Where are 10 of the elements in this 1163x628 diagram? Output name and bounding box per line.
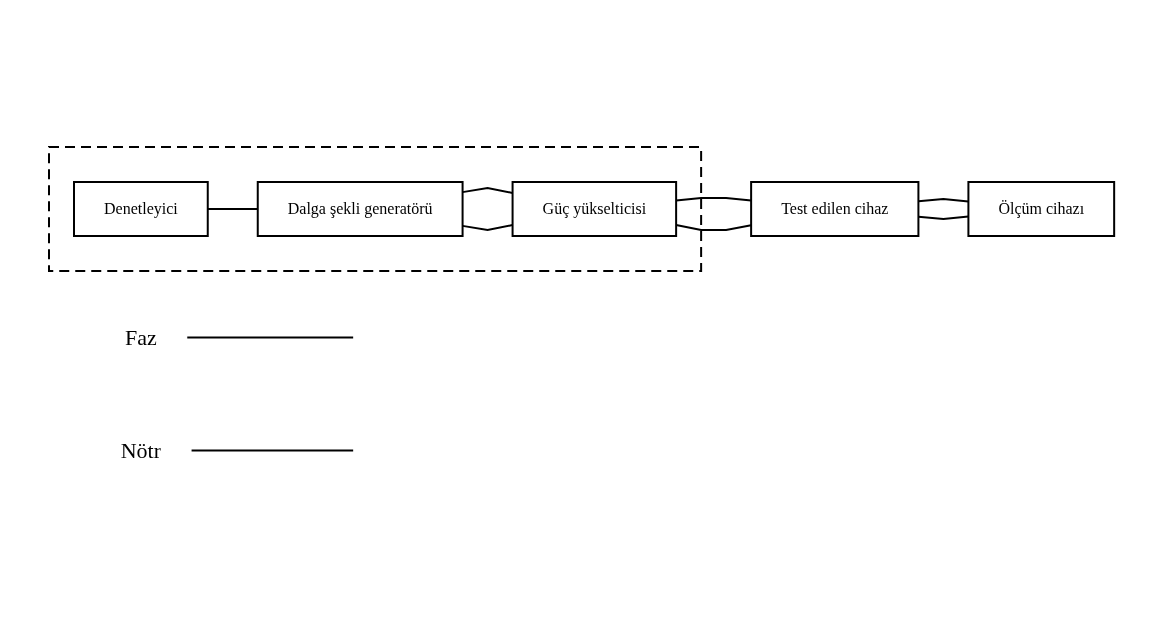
node-text: Nötr bbox=[120, 437, 161, 463]
connector bbox=[185, 336, 355, 338]
cluster bbox=[47, 145, 703, 272]
node-box: Ölçüm cihazı bbox=[967, 180, 1116, 237]
node-box: Güç yükselticisi bbox=[511, 180, 678, 237]
node-text: Faz bbox=[124, 324, 157, 350]
node-box: Dalga şekli generatörü bbox=[256, 180, 464, 237]
connector bbox=[189, 449, 355, 451]
node-box: Denetleyici bbox=[72, 180, 209, 237]
node-box: Test edilen cihaz bbox=[750, 180, 920, 237]
